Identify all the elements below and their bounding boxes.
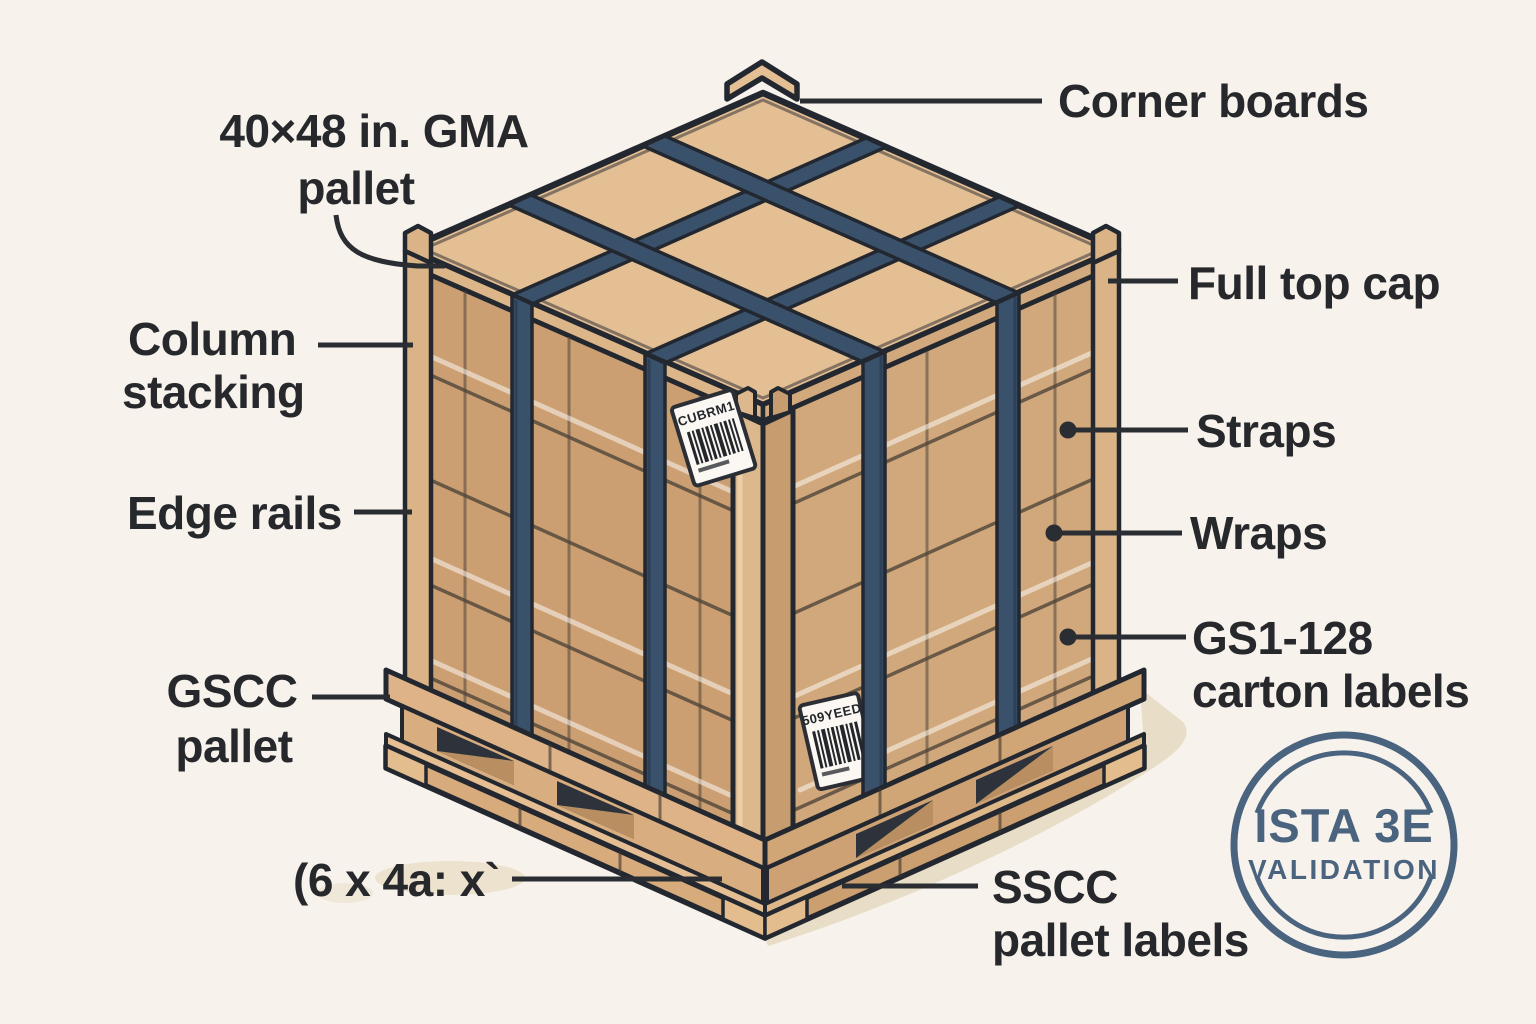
label-gscc-line1: GSCC (167, 665, 298, 717)
corner-board-left (402, 223, 434, 705)
label-gscc-line2: pallet (175, 720, 292, 772)
label-edge-rails: Edge rails (127, 487, 342, 539)
label-pattern-note: (6 x 4a: x` (293, 854, 500, 906)
label-gma-pallet-line1: 40×48 in. GMA (219, 105, 528, 157)
stamp-title: ISTA 3E (1254, 799, 1433, 852)
pallet-end-blocks (384, 744, 1146, 940)
corner-board-left-strip (402, 248, 434, 705)
label-gma-pallet-line2: pallet (297, 162, 414, 214)
barcode-label-left: CUBRM1 (669, 388, 758, 488)
corner-board-front-right-half (760, 407, 796, 863)
label-gs1-line1: GS1-128 (1192, 612, 1373, 664)
label-sscc-line1: SSCC (992, 861, 1118, 913)
stamp-inner-ring-top (1254, 750, 1434, 814)
back-corner-board-tab (724, 59, 800, 102)
stamp-inner-ring-bottom (1254, 876, 1434, 940)
label-column-stacking-line1: Column (128, 313, 296, 365)
barcode-right (812, 721, 866, 777)
carton-joint-lines (463, 291, 1057, 819)
pallet-fork-notches (437, 727, 1053, 858)
pallet-top-deck-right (762, 667, 1147, 872)
vertical-straps (510, 291, 1021, 798)
barcode-label-left-card (669, 388, 758, 488)
corner-board-front-right-prong (769, 386, 792, 420)
leader-gma-pallet (333, 214, 445, 269)
label-sscc-line2: pallet labels (992, 914, 1249, 966)
corner-board-right (1090, 223, 1122, 705)
label-column-stacking-line2: stacking (122, 366, 305, 418)
label-wraps: Wraps (1190, 507, 1327, 559)
label-full-top-cap: Full top cap (1188, 257, 1440, 309)
carton-layer-lines (407, 356, 1119, 829)
stamp-outer-ring (1230, 731, 1458, 959)
label-corner-boards: Corner boards (1058, 75, 1368, 127)
wood-pallet (383, 667, 1147, 941)
label-straps: Straps (1196, 405, 1336, 457)
ista-validation-stamp: ISTA 3E VALIDATION (1230, 731, 1458, 959)
label-gs1-line2: carton labels (1192, 665, 1469, 717)
stamp-subtitle: VALIDATION (1248, 854, 1440, 885)
barcode-left (686, 418, 744, 473)
corner-board-right-strip (1090, 248, 1122, 705)
annotations: 40×48 in. GMA pallet Corner boards Full … (122, 75, 1470, 966)
